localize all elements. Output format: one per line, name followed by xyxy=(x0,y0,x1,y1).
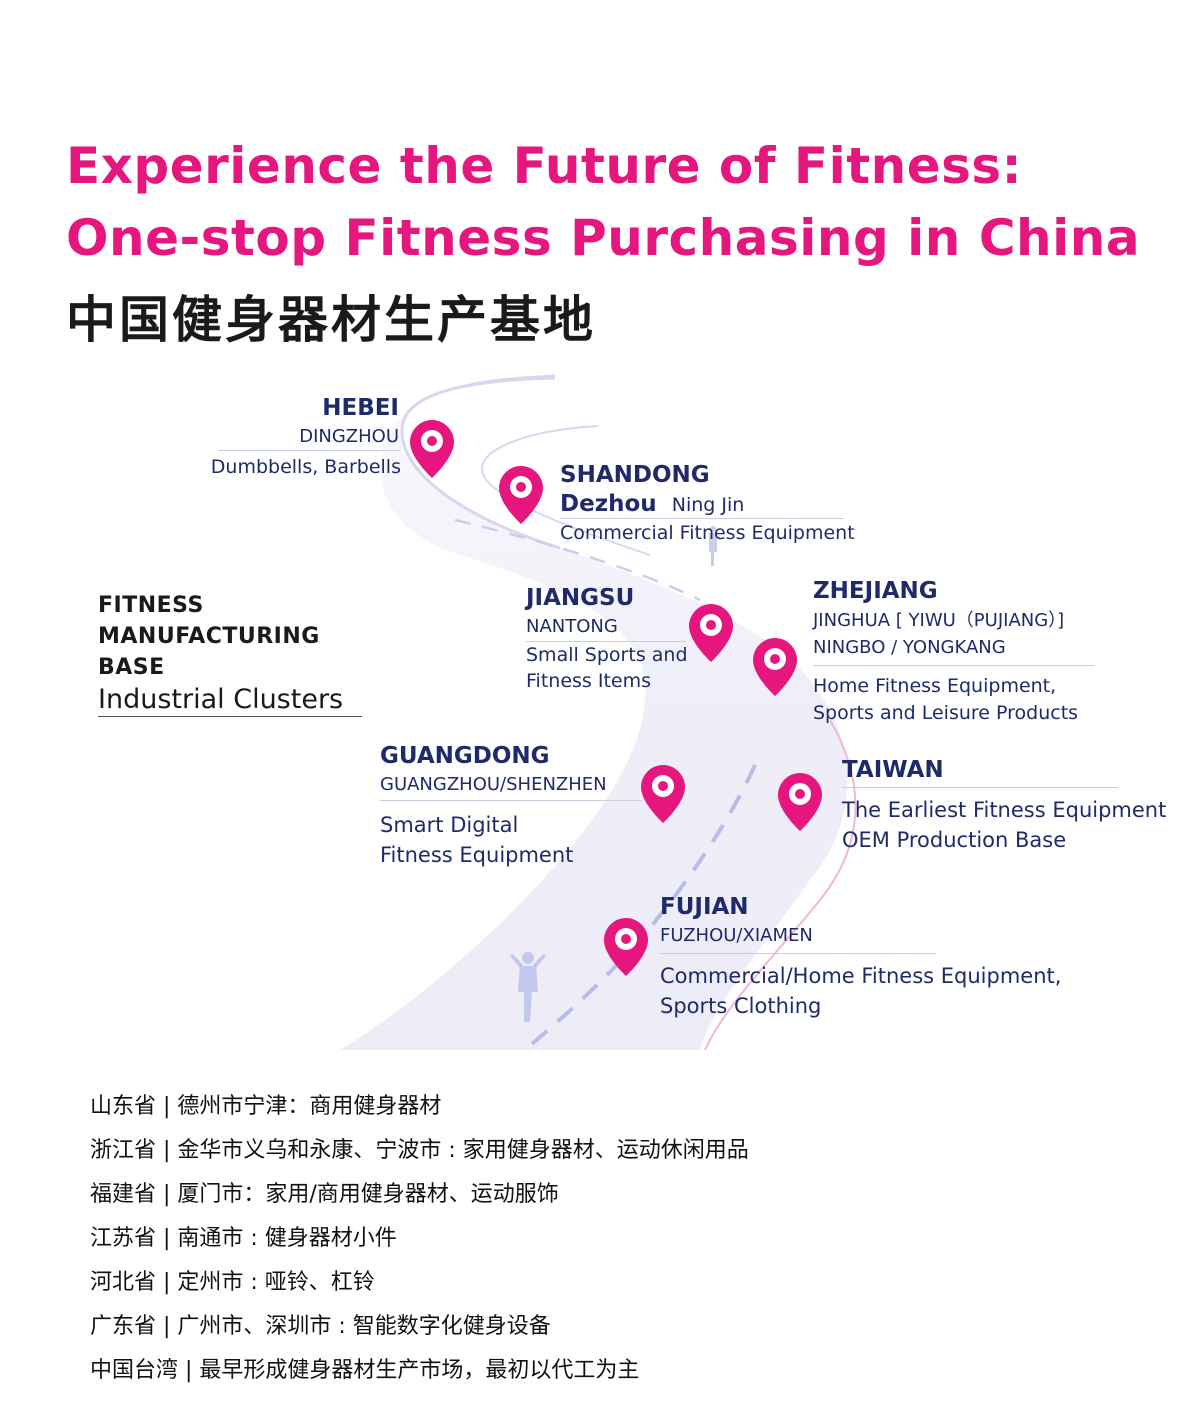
list-item: 中国台湾 | 最早形成健身器材生产市场，最初以代工为主 xyxy=(90,1358,640,1383)
region-zhejiang-description: Home Fitness Equipment, Sports and Leisu… xyxy=(813,675,1079,724)
list-item: 河北省 | 定州市 : 哑铃、杠铃 xyxy=(90,1270,375,1295)
region-jiangsu-divider xyxy=(526,641,686,642)
region-taiwan-province: TAIWAN xyxy=(842,757,944,783)
cn-region-list: 山东省 | 德州市宁津：商用健身器材 浙江省 | 金华市义乌和永康、宁波市 : … xyxy=(90,1090,749,1398)
manufacturing-base-label: FITNESS MANUFACTURING BASE Industrial Cl… xyxy=(98,593,344,715)
map-pin-icon xyxy=(499,466,543,524)
region-fujian-province: FUJIAN xyxy=(660,894,749,920)
runner-icon-small xyxy=(709,526,717,566)
region-jiangsu-description: Small Sports and Fitness Items xyxy=(526,644,688,692)
region-shandong-city-main: Dezhou xyxy=(560,491,657,517)
list-item: 浙江省 | 金华市义乌和永康、宁波市 : 家用健身器材、运动休闲用品 xyxy=(90,1138,749,1163)
list-item: 福建省 | 厦门市：家用/商用健身器材、运动服饰 xyxy=(90,1182,559,1207)
region-zhejiang-city-2: NINGBO / YONGKANG xyxy=(813,637,1006,658)
region-guangdong-description: Smart Digital Fitness Equipment xyxy=(380,813,574,867)
manufacturing-base-divider xyxy=(98,716,362,717)
map-pin-icon xyxy=(641,765,685,823)
region-shandong-description: Commercial Fitness Equipment xyxy=(560,522,855,544)
region-shandong-city-sub: Ning Jin xyxy=(671,494,745,516)
region-taiwan-description: The Earliest Fitness Equipment OEM Produ… xyxy=(842,798,1167,852)
region-zhejiang-province: ZHEJIANG xyxy=(813,578,938,604)
region-fujian-divider xyxy=(660,953,936,954)
list-item: 江苏省 | 南通市 : 健身器材小件 xyxy=(90,1226,397,1251)
road-body xyxy=(340,378,848,1050)
road-edge-inner xyxy=(480,425,651,556)
region-fujian-description: Commercial/Home Fitness Equipment, Sport… xyxy=(660,964,1062,1018)
page-subtitle-cn: 中国健身器材生产基地 xyxy=(66,291,596,349)
region-zhejiang-divider xyxy=(813,665,1095,666)
region-shandong-city-row: Dezhou Ning Jin xyxy=(560,490,744,519)
map-pin-icon xyxy=(778,773,822,831)
region-guangdong-divider xyxy=(380,800,642,801)
region-hebei-divider xyxy=(218,450,400,451)
region-hebei-province: HEBEI xyxy=(322,395,399,421)
list-item: 山东省 | 德州市宁津：商用健身器材 xyxy=(90,1094,442,1119)
region-jiangsu-province: JIANGSU xyxy=(526,585,635,611)
region-hebei-description: Dumbbells, Barbells xyxy=(210,456,401,478)
road-edge-right xyxy=(704,719,857,1051)
page-title-line-2: One-stop Fitness Purchasing in China xyxy=(66,209,1141,267)
runner-icon xyxy=(510,952,546,1022)
region-guangdong-city: GUANGZHOU/SHENZHEN xyxy=(380,774,607,795)
region-hebei-city: DINGZHOU xyxy=(299,426,399,447)
map-pin-icon xyxy=(753,638,797,696)
list-item: 广东省 | 广州市、深圳市 : 智能数字化健身设备 xyxy=(90,1314,551,1339)
page-title-line-1: Experience the Future of Fitness: xyxy=(66,137,1023,195)
map-pin-icon xyxy=(604,918,648,976)
region-guangdong-province: GUANGDONG xyxy=(380,743,550,769)
region-zhejiang-city: JINGHUA [ YIWU（PUJIANG）] xyxy=(813,610,1065,631)
region-jiangsu-city: NANTONG xyxy=(526,616,618,637)
map-pin-icon xyxy=(689,604,733,662)
map-pin-icon xyxy=(410,420,454,478)
region-taiwan-divider xyxy=(842,787,1118,788)
region-shandong-divider xyxy=(560,518,844,519)
road-center-dash xyxy=(454,518,701,602)
region-shandong-province: SHANDONG xyxy=(560,462,710,488)
region-fujian-city: FUZHOU/XIAMEN xyxy=(660,925,813,946)
